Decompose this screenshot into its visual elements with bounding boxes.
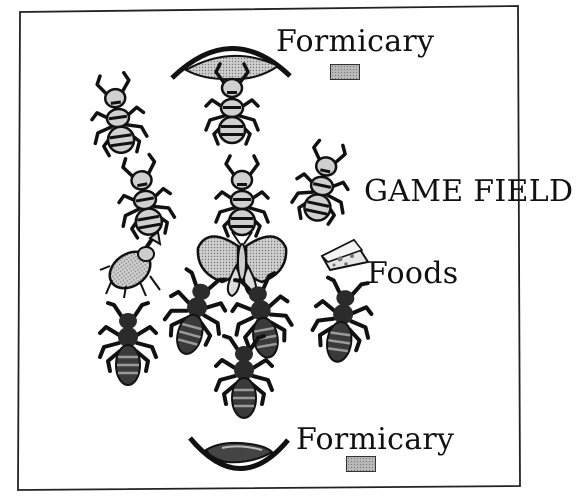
formicary-bottom-swatch (346, 456, 376, 472)
ant-icon (100, 303, 156, 385)
ant-icon (216, 156, 268, 236)
ant-icon (86, 71, 149, 157)
ant-icon (158, 267, 233, 361)
game-field-label: GAME FIELD (364, 177, 573, 207)
ant-icon (309, 277, 376, 366)
ant-icon (112, 152, 177, 240)
beetle-icon (100, 232, 160, 298)
ant-icon (289, 138, 356, 227)
formicary-top-label: Formicary (276, 27, 434, 57)
formicary-bottom-icon (190, 438, 288, 469)
cheese-icon (322, 240, 368, 270)
formicary-top-swatch (330, 64, 360, 80)
formicary-top-icon (172, 48, 290, 79)
formicary-bottom-label: Formicary (296, 425, 454, 455)
foods-label: Foods (367, 259, 458, 289)
